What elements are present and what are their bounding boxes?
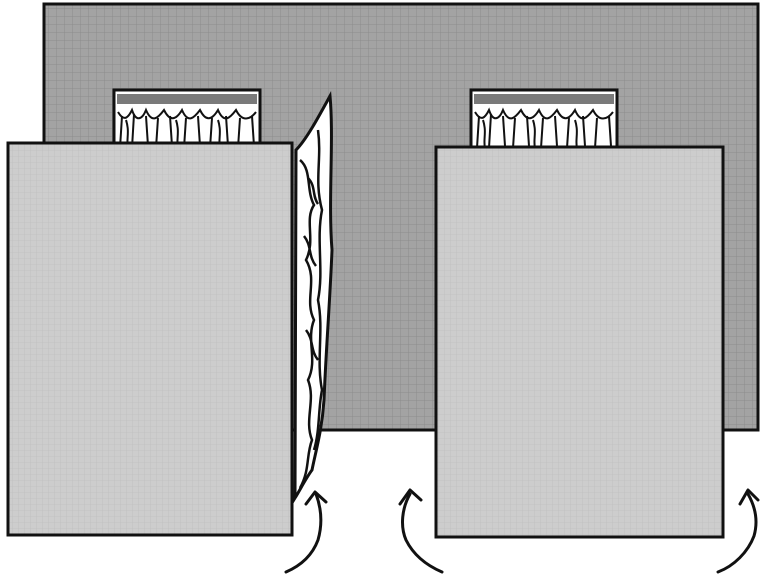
panel-right	[436, 147, 723, 537]
torn-sheet-body	[295, 96, 332, 498]
slot-left-strip	[117, 94, 257, 104]
slot-right	[471, 90, 617, 148]
panel-left	[8, 143, 292, 535]
slot-left	[114, 90, 260, 148]
slot-right-strip	[474, 94, 614, 104]
torn-sheet	[295, 96, 332, 498]
